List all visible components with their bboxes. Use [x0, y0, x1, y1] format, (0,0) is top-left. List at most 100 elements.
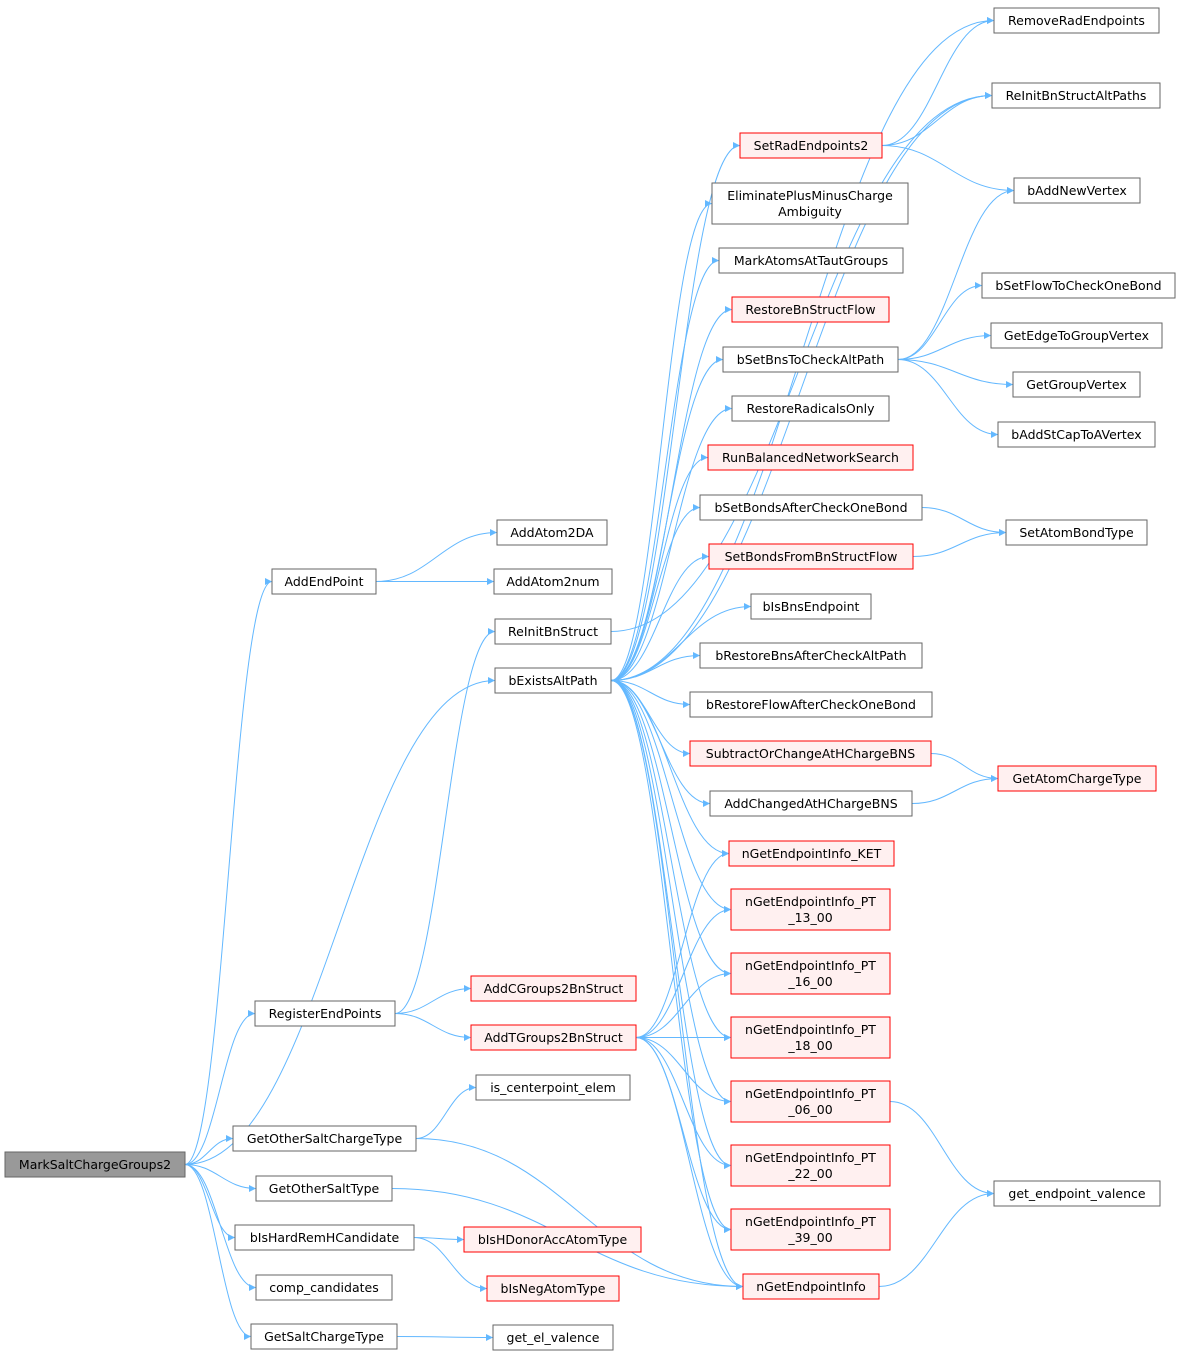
edge-mark-salt-charge-groups2-to-get-other-salt-type: [184, 1164, 257, 1192]
node-get-edge-to-group-vertex[interactable]: GetEdgeToGroupVertex: [990, 322, 1163, 349]
node-b-set-flow-to-check-one-bond[interactable]: bSetFlowToCheckOneBond: [981, 272, 1176, 299]
node-label: AddEndPoint: [285, 574, 364, 589]
node-box: [750, 593, 872, 620]
node-label: _18_00: [787, 1038, 832, 1053]
node-label: RestoreRadicalsOnly: [746, 401, 875, 416]
node-label: bRestoreFlowAfterCheckOneBond: [706, 697, 916, 712]
edge-add-tgroups2-bn-struct-to-n-get-endpoint-info: [635, 1037, 744, 1290]
node-run-balanced-network-search[interactable]: RunBalancedNetworkSearch: [707, 444, 914, 471]
node-n-get-endpoint-info-pt-18-00[interactable]: nGetEndpointInfo_PT_18_00: [730, 1016, 891, 1059]
node-b-exists-alt-path[interactable]: bExistsAltPath: [494, 667, 612, 694]
edge-set-rad-endpoints2-to-remove-rad-endpoints: [881, 17, 995, 146]
node-remove-rad-endpoints[interactable]: RemoveRadEndpoints: [993, 7, 1160, 34]
node-add-cgroups2-bn-struct[interactable]: AddCGroups2BnStruct: [470, 975, 637, 1002]
edge-b-is-hard-rem-hcandidate-to-b-is-neg-atom-type: [413, 1237, 488, 1292]
edge-register-end-points-to-add-tgroups2-bn-struct: [394, 1013, 472, 1041]
node-box: [4, 1151, 186, 1178]
node-label: GetOtherSaltChargeType: [247, 1131, 403, 1146]
node-restore-bn-struct-flow[interactable]: RestoreBnStructFlow: [731, 296, 890, 323]
edge-register-end-points-to-re-init-bn-struct: [394, 628, 496, 1014]
node-set-rad-endpoints2[interactable]: SetRadEndpoints2: [739, 132, 883, 159]
node-add-atom2num[interactable]: AddAtom2num: [493, 568, 613, 595]
node-set-bonds-from-bn-struct-flow[interactable]: SetBondsFromBnStructFlow: [708, 543, 914, 570]
node-get-group-vertex[interactable]: GetGroupVertex: [1012, 371, 1141, 398]
node-get-el-valence[interactable]: get_el_valence: [492, 1324, 614, 1351]
node-comp-candidates[interactable]: comp_candidates: [255, 1274, 393, 1301]
node-b-is-hdonor-acc-atom-type[interactable]: bIsHDonorAccAtomType: [463, 1226, 642, 1253]
node-n-get-endpoint-info[interactable]: nGetEndpointInfo: [742, 1273, 880, 1300]
node-b-restore-bns-after-check-alt-path[interactable]: bRestoreBnsAfterCheckAltPath: [699, 642, 923, 669]
node-b-add-new-vertex[interactable]: bAddNewVertex: [1013, 177, 1141, 204]
node-box: [997, 765, 1157, 792]
node-is-centerpoint-elem[interactable]: is_centerpoint_elem: [475, 1074, 631, 1101]
node-subtract-or-change-at-hcharge-bns[interactable]: SubtractOrChangeAtHChargeBNS: [689, 740, 932, 767]
node-n-get-endpoint-info-pt-22-00[interactable]: nGetEndpointInfo_PT_22_00: [730, 1144, 891, 1187]
node-label: _16_00: [787, 974, 832, 989]
edge-register-end-points-to-add-cgroups2-bn-struct: [394, 985, 472, 1014]
node-b-is-hard-rem-hcandidate[interactable]: bIsHardRemHCandidate: [234, 1224, 415, 1251]
node-get-salt-charge-type[interactable]: GetSaltChargeType: [250, 1323, 398, 1350]
node-label: bSetFlowToCheckOneBond: [995, 278, 1161, 293]
node-label: get_el_valence: [507, 1330, 600, 1345]
node-b-add-st-cap-to-avertex[interactable]: bAddStCapToAVertex: [997, 421, 1156, 448]
edge-mark-salt-charge-groups2-to-b-exists-alt-path: [184, 677, 496, 1165]
edge-add-tgroups2-bn-struct-to-n-get-endpoint-info-pt-13-00: [635, 906, 732, 1038]
node-box: [1005, 519, 1148, 546]
node-label: AddTGroups2BnStruct: [484, 1030, 623, 1045]
edge-set-rad-endpoints2-to-b-add-new-vertex: [881, 145, 1015, 194]
node-n-get-endpoint-info-ket[interactable]: nGetEndpointInfo_KET: [728, 840, 895, 867]
node-b-set-bonds-after-check-one-bond[interactable]: bSetBondsAfterCheckOneBond: [699, 494, 923, 521]
edge-set-rad-endpoints2-to-re-init-bn-struct-alt-paths: [881, 92, 993, 146]
node-label: bIsBnsEndpoint: [763, 599, 860, 614]
node-box: [494, 667, 612, 694]
edge-b-exists-alt-path-to-b-restore-bns-after-check-alt-path: [610, 652, 701, 681]
node-label: nGetEndpointInfo_PT: [745, 1150, 876, 1165]
node-box: [711, 182, 909, 225]
node-box: [254, 1000, 396, 1027]
edge-b-exists-alt-path-to-n-get-endpoint-info: [610, 680, 744, 1290]
node-restore-radicals-only[interactable]: RestoreRadicalsOnly: [731, 395, 890, 422]
node-add-atom2-da[interactable]: AddAtom2DA: [496, 519, 608, 546]
node-label: nGetEndpointInfo: [756, 1279, 866, 1294]
node-add-tgroups2-bn-struct[interactable]: AddTGroups2BnStruct: [470, 1024, 637, 1051]
edge-b-exists-alt-path-to-n-get-endpoint-info-pt-39-00: [610, 680, 732, 1233]
node-get-other-salt-type[interactable]: GetOtherSaltType: [255, 1175, 393, 1202]
node-b-is-bns-endpoint[interactable]: bIsBnsEndpoint: [750, 593, 872, 620]
node-box: [731, 296, 890, 323]
edge-get-other-salt-charge-type-to-n-get-endpoint-info: [415, 1138, 744, 1290]
node-n-get-endpoint-info-pt-06-00[interactable]: nGetEndpointInfo_PT_06_00: [730, 1080, 891, 1123]
node-box: [494, 618, 612, 645]
edge-add-tgroups2-bn-struct-to-n-get-endpoint-info-pt-39-00: [635, 1037, 732, 1233]
edge-b-exists-alt-path-to-b-set-bns-to-check-alt-path: [610, 356, 724, 681]
node-get-other-salt-charge-type[interactable]: GetOtherSaltChargeType: [232, 1125, 417, 1152]
node-n-get-endpoint-info-pt-16-00[interactable]: nGetEndpointInfo_PT_16_00: [730, 952, 891, 995]
node-register-end-points[interactable]: RegisterEndPoints: [254, 1000, 396, 1027]
node-mark-atoms-at-taut-groups[interactable]: MarkAtomsAtTautGroups: [718, 247, 904, 274]
node-label: SubtractOrChangeAtHChargeBNS: [706, 746, 916, 761]
node-add-end-point[interactable]: AddEndPoint: [271, 568, 377, 595]
node-label: _39_00: [787, 1230, 832, 1245]
node-set-atom-bond-type[interactable]: SetAtomBondType: [1005, 519, 1148, 546]
node-n-get-endpoint-info-pt-13-00[interactable]: nGetEndpointInfo_PT_13_00: [730, 888, 891, 931]
node-get-endpoint-valence[interactable]: get_endpoint_valence: [993, 1180, 1161, 1207]
edge-b-exists-alt-path-to-run-balanced-network-search: [610, 454, 709, 681]
node-add-changed-at-hcharge-bns[interactable]: AddChangedAtHChargeBNS: [709, 790, 913, 817]
node-re-init-bn-struct-alt-paths[interactable]: ReInitBnStructAltPaths: [991, 82, 1161, 109]
edge-b-exists-alt-path-to-n-get-endpoint-info-pt-13-00: [610, 680, 732, 913]
node-n-get-endpoint-info-pt-39-00[interactable]: nGetEndpointInfo_PT_39_00: [730, 1208, 891, 1251]
edge-b-set-bns-to-check-alt-path-to-get-group-vertex: [897, 359, 1014, 388]
node-box: [707, 444, 914, 471]
node-re-init-bn-struct[interactable]: ReInitBnStruct: [494, 618, 612, 645]
edge-get-salt-charge-type-to-get-el-valence: [396, 1333, 494, 1341]
node-b-restore-flow-after-check-one-bond[interactable]: bRestoreFlowAfterCheckOneBond: [689, 691, 933, 718]
node-b-set-bns-to-check-alt-path[interactable]: bSetBnsToCheckAltPath: [722, 346, 899, 373]
node-label: bIsHardRemHCandidate: [250, 1230, 400, 1245]
edge-b-set-bns-to-check-alt-path-to-get-edge-to-group-vertex: [897, 332, 992, 360]
node-get-atom-charge-type[interactable]: GetAtomChargeType: [997, 765, 1157, 792]
node-box: [730, 952, 891, 995]
node-label: bIsHDonorAccAtomType: [478, 1232, 628, 1247]
edge-b-exists-alt-path-to-n-get-endpoint-info-pt-06-00: [610, 680, 732, 1105]
node-b-is-neg-atom-type[interactable]: bIsNegAtomType: [486, 1275, 620, 1302]
